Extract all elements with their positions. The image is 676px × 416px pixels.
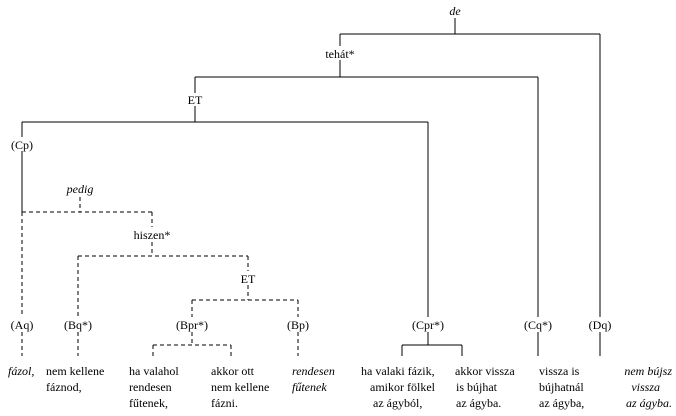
leaf-aq-line-1: fázol,: [8, 364, 34, 378]
node-tehat: tehát*: [325, 47, 354, 61]
leaf-dq-line-2: vissza: [631, 380, 660, 394]
leaf-dq-line-3: az ágyba.: [626, 396, 672, 410]
node-bq: (Bq*): [64, 318, 92, 332]
node-cp: (Cp): [11, 138, 33, 152]
leaf-bq-line-2: fáznod,: [46, 380, 82, 394]
node-et-low: ET: [241, 272, 256, 286]
node-pedig: pedig: [66, 182, 94, 196]
node-dq: (Dq): [589, 318, 612, 332]
leaf-cq-line-2: bújhatnál: [539, 380, 584, 394]
node-aq: (Aq): [11, 318, 34, 332]
node-cpr: (Cpr*): [412, 318, 444, 332]
node-de: de: [449, 4, 461, 18]
leaf-dq-line-1: nem bújsz: [624, 364, 672, 378]
node-cq: (Cq*): [524, 318, 552, 332]
leaf-bpr-b-line-2: nem kellene: [211, 380, 269, 394]
node-hiszen: hiszen*: [134, 228, 171, 242]
leaf-bpr-b-line-1: akkor ott: [211, 364, 255, 378]
node-bpr: (Bpr*): [176, 318, 208, 332]
node-et-top: ET: [188, 93, 203, 107]
leaf-bq-line-1: nem kellene: [46, 364, 104, 378]
leaf-bpr-a-line-1: ha valahol: [129, 364, 179, 378]
leaf-bpr-a-line-2: rendesen: [129, 380, 172, 394]
leaf-cq-line-1: vissza is: [539, 364, 580, 378]
leaf-bpr-b-line-3: fázni.: [211, 396, 238, 410]
leaf-cpr-b-line-1: akkor vissza: [455, 364, 515, 378]
leaf-bpr-a-line-3: fűtenek,: [129, 396, 168, 410]
leaf-cq-line-3: az ágyba,: [539, 396, 584, 410]
leaf-bp-line-2: fűtenek: [292, 380, 327, 394]
leaf-bp-line-1: rendesen: [292, 364, 335, 378]
leaf-cpr-b-line-3: az ágyba.: [456, 396, 501, 410]
leaf-cpr-a-line-2: amikor fölkel: [370, 380, 436, 394]
leaf-cpr-b-line-2: is bújhat: [456, 380, 498, 394]
leaf-cpr-a-line-3: az ágyból,: [373, 396, 422, 410]
node-bp: (Bp): [287, 318, 309, 332]
leaf-cpr-a-line-1: ha valaki fázik,: [361, 364, 435, 378]
